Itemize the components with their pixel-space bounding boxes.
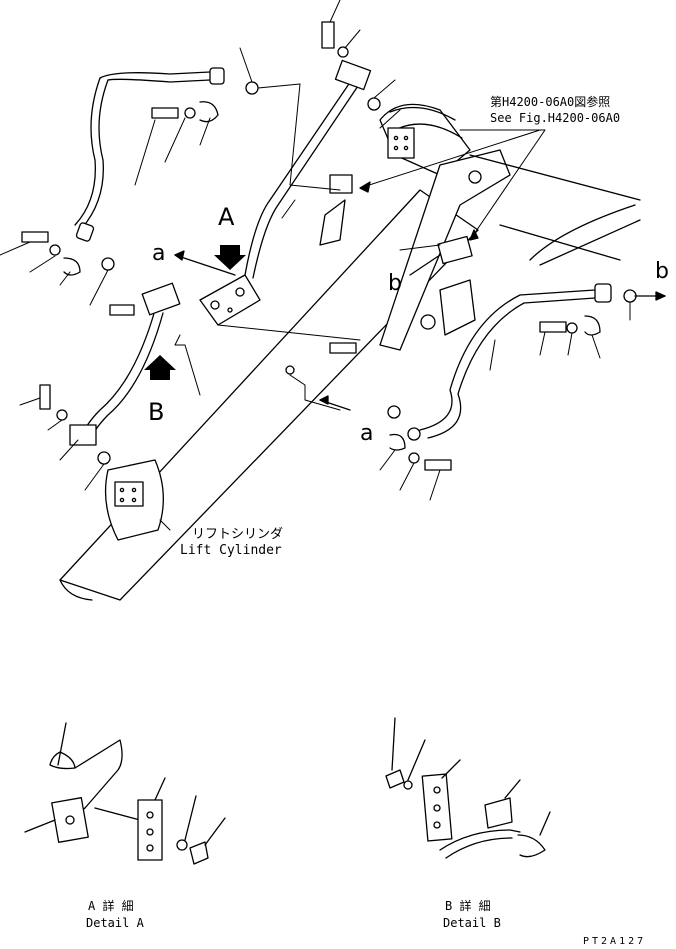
label-B: B: [148, 398, 164, 426]
detail-a-title-jp: A 詳 細: [88, 898, 134, 913]
connector-blocks: [285, 174, 476, 375]
label-b-right: b: [655, 259, 669, 284]
lift-cylinder: [59, 103, 641, 601]
figure-code: PT2A127: [583, 936, 646, 947]
label-b-mid: b: [388, 271, 402, 296]
arrow-a-marker: [214, 245, 246, 270]
mounting-plate: [199, 274, 261, 326]
direction-arrows: [174, 181, 666, 411]
bolts-top: [21, 21, 601, 471]
callout-en: See Fig.H4200-06A0: [490, 111, 620, 125]
detail-a-drawing: [24, 722, 226, 865]
detail-b-drawing: [385, 717, 551, 859]
leader-lines: [0, 0, 631, 531]
detail-a-title-en: Detail A: [86, 916, 145, 930]
part-name-en: Lift Cylinder: [180, 543, 282, 558]
label-a-right: a: [360, 421, 373, 446]
detail-b-title-en: Detail B: [443, 916, 501, 930]
part-name-jp: リフトシリンダ: [192, 527, 283, 542]
hose-left: [74, 67, 225, 242]
hose-right: [407, 283, 612, 441]
tube-upper: [244, 59, 372, 279]
arrow-b-marker: [144, 355, 176, 380]
tube-lower-left: [69, 282, 181, 446]
label-a-left: a: [152, 241, 165, 266]
detail-b-title-jp: B 詳 細: [445, 898, 491, 913]
callout-jp: 第H4200-06A0図参照: [490, 94, 610, 109]
label-A: A: [218, 203, 235, 231]
o-rings: [97, 81, 637, 465]
